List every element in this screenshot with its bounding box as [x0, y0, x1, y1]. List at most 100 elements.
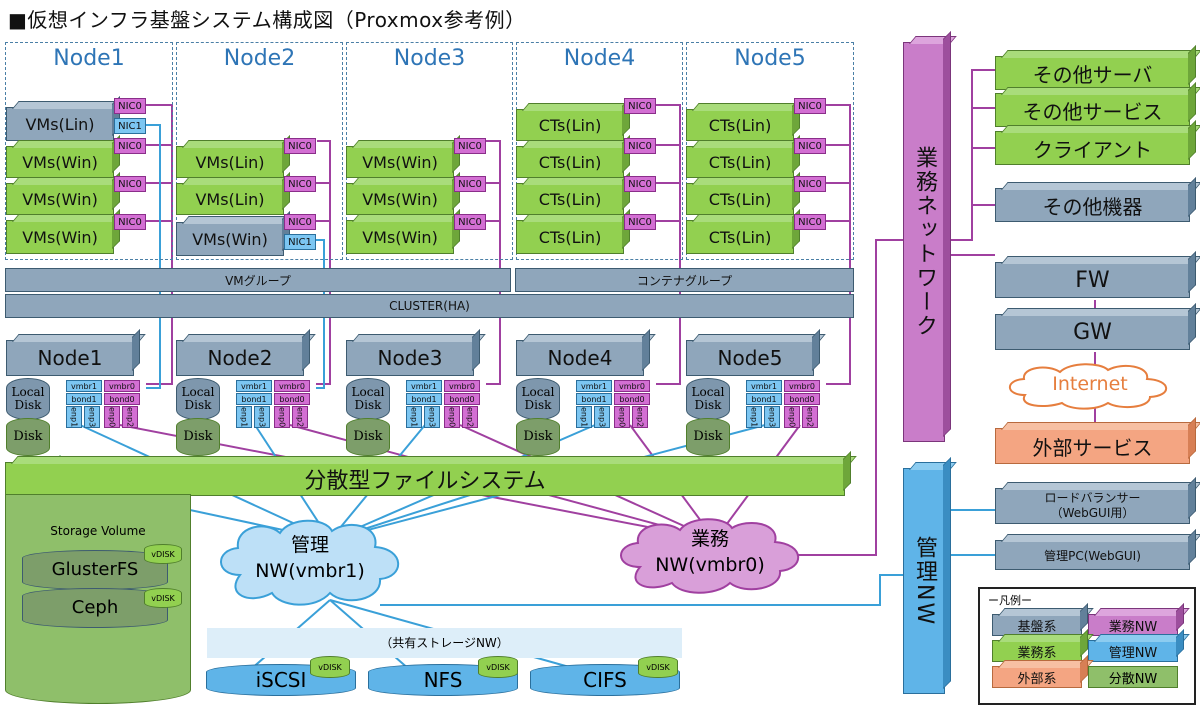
port-enp0: enp0 [784, 406, 800, 428]
nic-port: NIC0 [794, 214, 826, 230]
vm-box: VMs(Win) [346, 183, 454, 215]
biz-network-column: 業務ネットワーク [903, 42, 945, 442]
node-frame-title: Node5 [734, 46, 806, 71]
node-frame-title: Node2 [223, 46, 296, 71]
nic-port: NIC0 [284, 214, 316, 230]
distributed-fs-bar: 分散型ファイルシステム [5, 462, 845, 496]
vm-box: VMs(Win) [6, 183, 114, 215]
shared-storage-band [207, 628, 682, 658]
nic-port: NIC0 [794, 176, 826, 192]
mgmt-cloud [220, 519, 400, 606]
shared-storage-label: （共有ストレージNW） [380, 636, 509, 650]
port-enp3: enp3 [84, 406, 100, 428]
vm-group-bar: VMグループ [5, 268, 511, 292]
firewall-box: FW [995, 262, 1190, 298]
nic-port: NIC1 [114, 118, 146, 134]
external-service-box: 外部サービス [995, 428, 1190, 464]
ct-box: CTs(Lin) [516, 220, 624, 254]
port-enp3: enp3 [764, 406, 780, 428]
port-bond0: bond0 [614, 393, 650, 405]
port-bond1: bond1 [406, 393, 442, 405]
nic-port: NIC0 [114, 138, 146, 154]
client-box: クライアント [995, 131, 1190, 165]
port-bond0: bond0 [444, 393, 480, 405]
port-bond0: bond0 [784, 393, 820, 405]
glusterfs-disk: GlusterFS [22, 550, 168, 590]
other-server-box: その他サーバ [995, 56, 1190, 90]
legend-dist-nw: 分散NW [1088, 666, 1178, 688]
port-vmbr0: vmbr0 [274, 380, 310, 392]
port-enp1: enp1 [576, 406, 592, 428]
port-enp2: enp2 [462, 406, 478, 428]
port-enp1: enp1 [406, 406, 422, 428]
nic-port: NIC0 [114, 98, 146, 114]
container-group-bar: コンテナグループ [515, 268, 854, 292]
legend-biz: 業務系 [992, 640, 1082, 662]
storage-volume-label: Storage Volume [50, 524, 146, 538]
port-bond1: bond1 [66, 393, 102, 405]
nic-port: NIC0 [454, 176, 486, 192]
port-vmbr1: vmbr1 [406, 380, 442, 392]
port-enp3: enp3 [254, 406, 270, 428]
port-enp2: enp2 [292, 406, 308, 428]
port-vmbr0: vmbr0 [784, 380, 820, 392]
ct-box: CTs(Lin) [686, 220, 794, 254]
legend-biz-nw: 業務NW [1088, 614, 1178, 636]
local-disk: Local Disk [176, 378, 220, 420]
node-frame-title: Node4 [563, 46, 636, 71]
nic-port: NIC0 [454, 214, 486, 230]
local-disk: Local Disk [346, 378, 390, 420]
nic-port: NIC0 [624, 98, 656, 114]
mgmt-pc-box: 管理PC(WebGUI) [995, 540, 1190, 570]
vm-box: VMs(Win) [346, 220, 454, 254]
node-frame-title: Node3 [393, 46, 466, 71]
port-enp0: enp0 [274, 406, 290, 428]
port-vmbr0: vmbr0 [614, 380, 650, 392]
internet-label: Internet [1052, 373, 1128, 395]
nic-port: NIC0 [624, 214, 656, 230]
vm-box: VMs(Win) [6, 146, 114, 178]
port-enp2: enp2 [122, 406, 138, 428]
ct-box: CTs(Lin) [686, 146, 794, 178]
vdisk-icon: vDISK [144, 588, 182, 608]
node-frame-title: Node1 [53, 46, 125, 71]
cifs-storage: CIFS [530, 664, 680, 696]
mgmt-network-column: 管理NW [903, 468, 945, 694]
nic-port: NIC0 [114, 214, 146, 230]
disk: Disk [686, 418, 730, 456]
physical-node: Node4 [516, 340, 644, 376]
port-vmbr1: vmbr1 [236, 380, 272, 392]
nic-port: NIC0 [284, 176, 316, 192]
nic-port: NIC1 [284, 234, 316, 250]
internet-cloud [1008, 363, 1168, 410]
iscsi-storage: iSCSI [206, 664, 356, 696]
nic-port: NIC0 [794, 138, 826, 154]
page-title: ■仮想インフラ基盤システム構成図（Proxmox参考例） [8, 8, 526, 32]
biz-cloud-label: 業務 NW(vmbr0) [655, 528, 765, 576]
vm-box: VMs(Lin) [176, 146, 284, 178]
physical-node: Node1 [6, 340, 134, 376]
other-device-box: その他機器 [995, 188, 1190, 222]
port-enp1: enp1 [66, 406, 82, 428]
other-service-box: その他サービス [995, 93, 1190, 127]
vdisk-icon: vDISK [638, 656, 678, 678]
nic-port: NIC0 [284, 138, 316, 154]
port-vmbr1: vmbr1 [746, 380, 782, 392]
nic-port: NIC0 [114, 176, 146, 192]
port-enp0: enp0 [104, 406, 120, 428]
ct-box: CTs(Lin) [686, 183, 794, 215]
port-bond1: bond1 [746, 393, 782, 405]
ct-box: CTs(Lin) [516, 183, 624, 215]
physical-node: Node3 [346, 340, 474, 376]
vm-box: VMs(Lin) [6, 107, 114, 141]
legend-external: 外部系 [992, 666, 1082, 688]
vm-box: VMs(Win) [6, 220, 114, 254]
port-bond1: bond1 [236, 393, 272, 405]
nic-port: NIC0 [624, 138, 656, 154]
ct-box: CTs(Lin) [516, 109, 624, 141]
port-enp2: enp2 [632, 406, 648, 428]
physical-node: Node2 [176, 340, 304, 376]
ct-box: CTs(Lin) [686, 109, 794, 141]
port-enp3: enp3 [424, 406, 440, 428]
port-enp2: enp2 [802, 406, 818, 428]
